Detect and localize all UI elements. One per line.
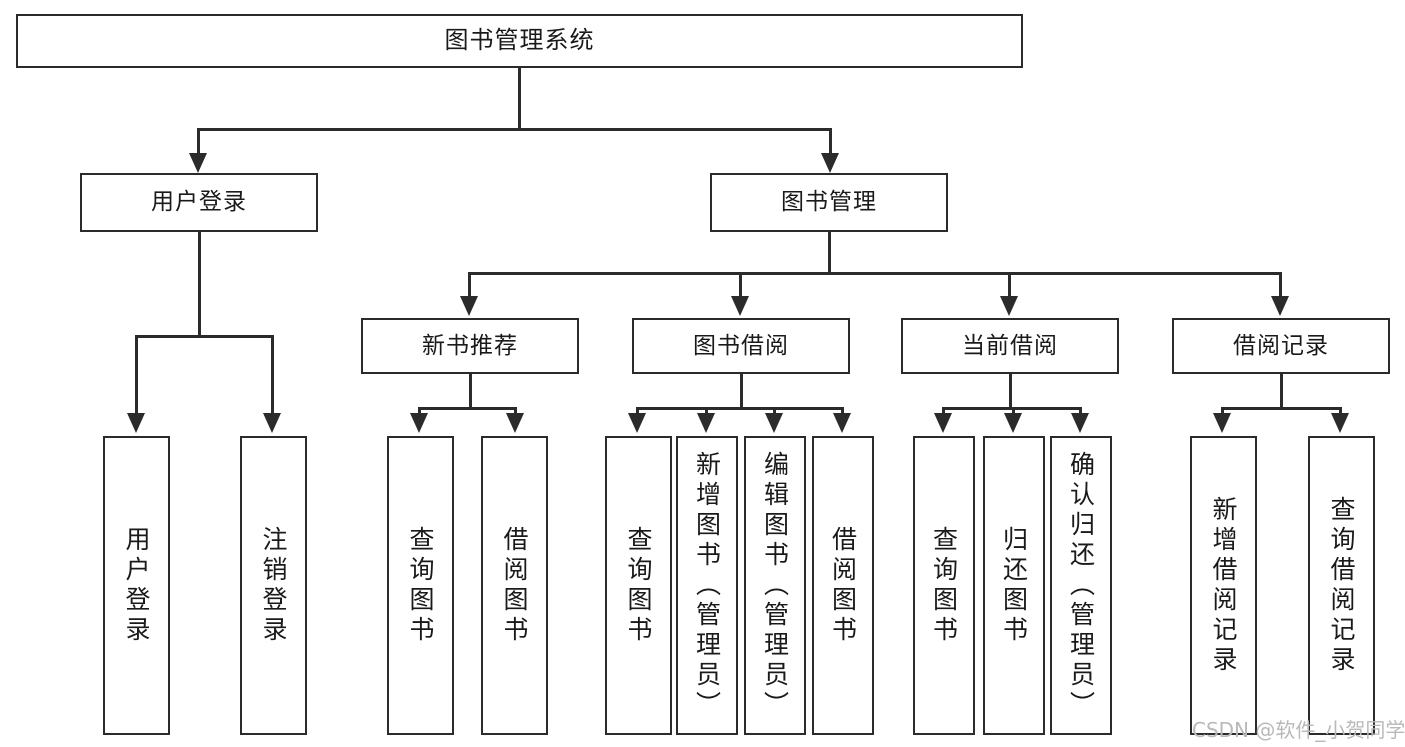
- connector-book-borrow-drop-4: [841, 407, 844, 416]
- arrow-to-leaf-return-book: [1004, 413, 1022, 433]
- node-leaf-edit-book-admin[interactable]: 编辑图书（管理员）: [744, 436, 806, 735]
- connector-book-borrow-drop-2: [705, 407, 708, 416]
- connector-book-manage-drop-3: [1008, 272, 1011, 298]
- arrow-to-current-borrow: [1000, 296, 1018, 316]
- connector-borrow-record-bus: [1221, 407, 1342, 410]
- connector-user-login-stem: [198, 232, 201, 335]
- node-new-book-recommend[interactable]: 新书推荐: [361, 318, 579, 374]
- connector-root-drop-right: [829, 128, 832, 158]
- node-leaf-return-book[interactable]: 归还图书: [983, 436, 1045, 735]
- connector-book-borrow-bus: [636, 407, 844, 410]
- connector-root-stem: [518, 68, 521, 128]
- connector-borrow-record-stem: [1280, 374, 1283, 407]
- node-label: 图书借阅: [693, 332, 789, 359]
- connector-new-book-drop-2: [514, 407, 517, 416]
- connector-new-book-drop-1: [418, 407, 421, 416]
- connector-root-bus: [197, 128, 831, 131]
- node-label: 确认归还（管理员）: [1066, 450, 1096, 721]
- node-user-login[interactable]: 用户登录: [80, 173, 318, 232]
- connector-root-drop-left: [197, 128, 200, 158]
- arrow-to-leaf-query-book-2: [628, 413, 646, 433]
- node-label: 借阅图书: [500, 525, 529, 646]
- node-label: 新增图书（管理员）: [692, 450, 722, 721]
- arrow-to-borrow-record: [1271, 296, 1289, 316]
- connector-current-borrow-drop-2: [1012, 407, 1015, 416]
- arrow-to-leaf-logout: [263, 413, 281, 433]
- connector-book-borrow-stem: [740, 374, 743, 407]
- node-label: 编辑图书（管理员）: [760, 450, 790, 721]
- connector-user-login-drop-2: [271, 335, 274, 416]
- arrow-to-book-manage: [821, 153, 839, 173]
- arrow-to-book-borrow: [731, 296, 749, 316]
- connector-book-manage-drop-1: [468, 272, 471, 298]
- arrow-to-new-book-recommend: [460, 296, 478, 316]
- arrow-to-leaf-edit-book: [765, 413, 783, 433]
- node-leaf-confirm-return-admin[interactable]: 确认归还（管理员）: [1050, 436, 1112, 735]
- node-label: 查询图书: [406, 525, 435, 646]
- arrow-to-leaf-user-login: [127, 413, 145, 433]
- node-leaf-query-book-current[interactable]: 查询图书: [913, 436, 975, 735]
- node-label: 查询图书: [624, 525, 653, 646]
- arrow-to-leaf-add-record: [1213, 413, 1231, 433]
- node-book-borrow[interactable]: 图书借阅: [632, 318, 850, 374]
- csdn-watermark: CSDN @软件_小贺同学: [1192, 718, 1405, 742]
- node-borrow-record[interactable]: 借阅记录: [1172, 318, 1390, 374]
- node-label: 用户登录: [151, 189, 247, 216]
- arrow-to-leaf-borrow-book-1: [506, 413, 524, 433]
- connector-current-borrow-drop-1: [942, 407, 945, 416]
- connector-book-manage-stem: [828, 232, 831, 272]
- arrow-to-leaf-query-record: [1331, 413, 1349, 433]
- arrow-to-leaf-add-book: [697, 413, 715, 433]
- connector-new-book-stem: [469, 374, 472, 407]
- node-leaf-query-borrow-record[interactable]: 查询借阅记录: [1308, 436, 1375, 735]
- node-current-borrow[interactable]: 当前借阅: [901, 318, 1119, 374]
- connector-current-borrow-stem: [1009, 374, 1012, 407]
- connector-book-manage-drop-2: [739, 272, 742, 298]
- connector-current-borrow-drop-3: [1079, 407, 1082, 416]
- arrow-to-leaf-borrow-book-2: [833, 413, 851, 433]
- arrow-to-leaf-confirm-return: [1071, 413, 1089, 433]
- connector-new-book-bus: [418, 407, 517, 410]
- node-label: 注销登录: [259, 525, 288, 646]
- connector-borrow-record-drop-1: [1221, 407, 1224, 416]
- node-label: 用户登录: [122, 525, 151, 646]
- node-label: 新增借阅记录: [1209, 495, 1238, 676]
- node-leaf-borrow-book[interactable]: 借阅图书: [812, 436, 874, 735]
- connector-book-manage-bus: [468, 272, 1282, 275]
- connector-borrow-record-drop-2: [1339, 407, 1342, 416]
- connector-user-login-bus: [135, 335, 274, 338]
- node-label: 归还图书: [999, 525, 1029, 646]
- connector-book-borrow-drop-3: [773, 407, 776, 416]
- node-label: 当前借阅: [962, 332, 1058, 359]
- node-leaf-add-borrow-record[interactable]: 新增借阅记录: [1190, 436, 1257, 735]
- arrow-to-leaf-query-book-1: [410, 413, 428, 433]
- connector-user-login-drop-1: [135, 335, 138, 416]
- node-leaf-query-book-recommend[interactable]: 查询图书: [387, 436, 454, 735]
- arrow-to-leaf-query-book-3: [934, 413, 952, 433]
- node-root-book-management-system[interactable]: 图书管理系统: [16, 14, 1023, 68]
- node-label: 图书管理: [781, 189, 877, 216]
- arrow-to-user-login: [189, 153, 207, 173]
- node-label: 查询图书: [929, 525, 959, 646]
- node-label: 借阅图书: [828, 525, 858, 646]
- node-leaf-query-book-borrow[interactable]: 查询图书: [605, 436, 672, 735]
- node-leaf-add-book-admin[interactable]: 新增图书（管理员）: [676, 436, 738, 735]
- node-leaf-borrow-book-recommend[interactable]: 借阅图书: [481, 436, 548, 735]
- node-label: 借阅记录: [1233, 332, 1329, 359]
- connector-book-manage-drop-4: [1279, 272, 1282, 298]
- connector-book-borrow-drop-1: [636, 407, 639, 416]
- node-leaf-user-login[interactable]: 用户登录: [103, 436, 170, 735]
- node-book-management[interactable]: 图书管理: [710, 173, 948, 232]
- node-leaf-logout[interactable]: 注销登录: [240, 436, 307, 735]
- node-label: 查询借阅记录: [1327, 495, 1356, 676]
- node-label: 图书管理系统: [444, 26, 595, 55]
- connector-current-borrow-bus: [942, 407, 1081, 410]
- node-label: 新书推荐: [422, 332, 518, 359]
